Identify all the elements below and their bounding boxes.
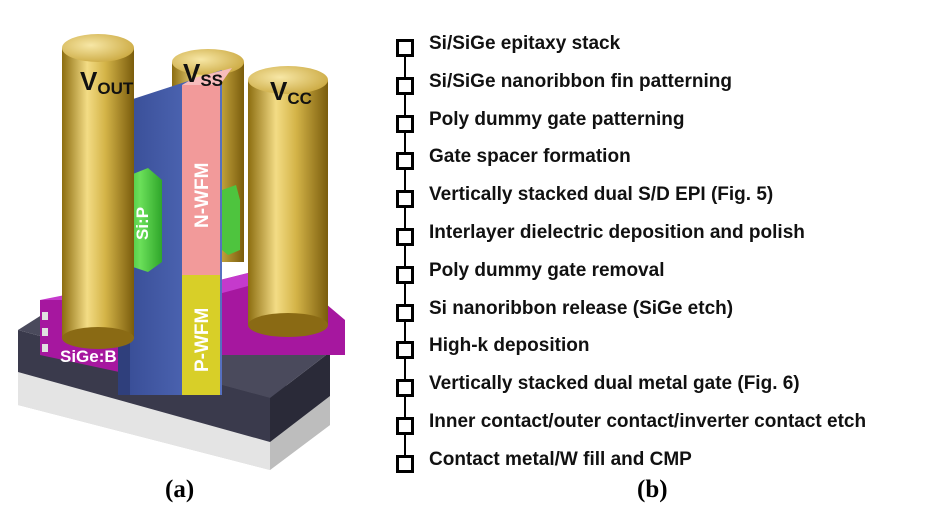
step-label: Vertically stacked dual S/D EPI (Fig. 5) [429, 184, 774, 206]
step-label: Vertically stacked dual metal gate (Fig.… [429, 373, 800, 395]
step-marker-icon [396, 265, 414, 284]
process-step: Poly dummy gate patterning [382, 104, 922, 142]
panel-b-caption: (b) [637, 476, 668, 503]
step-marker-icon [396, 454, 414, 473]
step-label: Contact metal/W fill and CMP [429, 448, 692, 470]
step-marker-icon [396, 39, 414, 57]
sigeb-label: SiGe:B [60, 347, 117, 366]
step-marker-icon [396, 303, 414, 322]
step-label: Poly dummy gate patterning [429, 108, 685, 130]
device-illustration: VOUT VSS VCC N-WFM P-WFM Si:P SiGe:B [18, 34, 345, 470]
nwfm-bar [182, 85, 220, 275]
vcc-pillar [248, 80, 328, 325]
step-marker-icon [396, 114, 414, 133]
process-step: Vertically stacked dual metal gate (Fig.… [382, 368, 922, 406]
pwfm-label: P-WFM [192, 308, 213, 372]
step-label: Si nanoribbon release (SiGe etch) [429, 297, 734, 319]
vout-pillar [62, 48, 134, 338]
process-step: Si nanoribbon release (SiGe etch) [382, 293, 922, 331]
step-marker-icon [396, 152, 414, 171]
vcc-label: VCC [270, 76, 312, 108]
step-marker-icon [396, 227, 414, 246]
step-marker-icon [396, 341, 414, 360]
step-label: Gate spacer formation [429, 146, 631, 168]
process-step: Si/SiGe epitaxy stack [382, 28, 922, 66]
step-label: Inner contact/outer contact/inverter con… [429, 410, 867, 432]
step-label: Si/SiGe nanoribbon fin patterning [429, 70, 732, 92]
process-step: Poly dummy gate removal [382, 255, 922, 293]
step-marker-icon [396, 416, 414, 435]
vout-label: VOUT [80, 66, 134, 98]
process-step: Inner contact/outer contact/inverter con… [382, 406, 922, 444]
step-label: Poly dummy gate removal [429, 259, 665, 281]
flow-spine [404, 44, 406, 464]
process-step: Contact metal/W fill and CMP [382, 444, 922, 482]
process-step: Si/SiGe nanoribbon fin patterning [382, 66, 922, 104]
sip-label: Si:P [133, 207, 152, 240]
vss-label: VSS [183, 58, 223, 90]
step-label: Interlayer dielectric deposition and pol… [429, 221, 805, 243]
pwfm-bar [182, 275, 220, 395]
process-step: Vertically stacked dual S/D EPI (Fig. 5) [382, 179, 922, 217]
nwfm-label: N-WFM [192, 163, 213, 228]
process-step: High-k deposition [382, 330, 922, 368]
step-label: Si/SiGe epitaxy stack [429, 33, 621, 54]
panel-a-caption: (a) [165, 476, 195, 503]
process-step: Gate spacer formation [382, 141, 922, 179]
step-marker-icon [396, 76, 414, 95]
step-label: High-k deposition [429, 335, 590, 357]
process-step: Interlayer dielectric deposition and pol… [382, 217, 922, 255]
step-marker-icon [396, 190, 414, 209]
step-marker-icon [396, 379, 414, 398]
